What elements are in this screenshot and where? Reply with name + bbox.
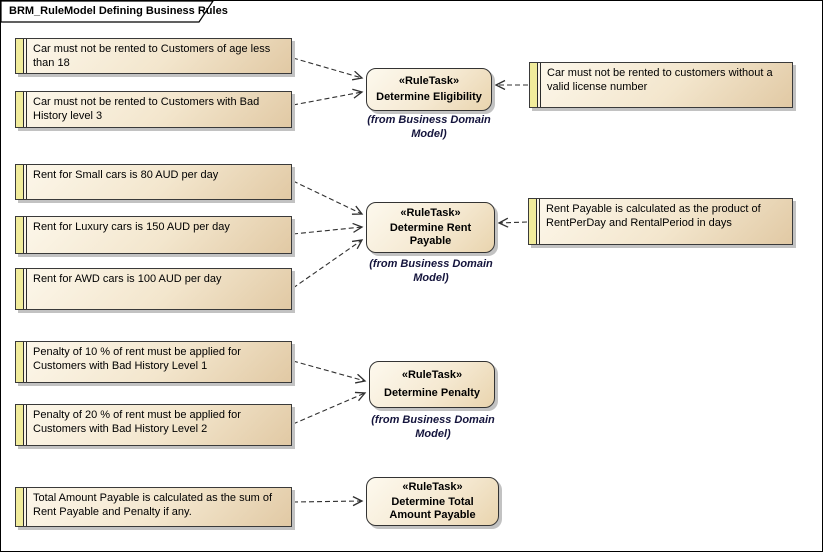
note-age-rule[interactable]: Car must not be rented to Customers of a… <box>15 38 292 74</box>
dependency-connector[interactable] <box>499 222 528 223</box>
note-text: Rent for Luxury cars is 150 AUD per day <box>33 221 230 233</box>
note-text: Rent for Small cars is 80 AUD per day <box>33 169 219 181</box>
ruletask-determine-penalty[interactable]: «RuleTask» Determine Penalty <box>369 361 495 408</box>
note-text: Car must not be rented to customers with… <box>547 67 773 93</box>
note-text: Car must not be rented to Customers with… <box>33 96 260 122</box>
stereotype-label: «RuleTask» <box>400 207 461 219</box>
note-text: Penalty of 10 % of rent must be applied … <box>33 346 241 372</box>
task-name: Determine Penalty <box>384 387 480 399</box>
task-name: Determine Eligibility <box>376 91 482 104</box>
note-rent-payable-formula[interactable]: Rent Payable is calculated as the produc… <box>528 198 793 245</box>
task-name: Determine Rent Payable <box>389 222 472 247</box>
dependency-connector[interactable] <box>292 240 362 289</box>
note-license-rule[interactable]: Car must not be rented to customers with… <box>529 62 793 108</box>
note-penalty-20[interactable]: Penalty of 20 % of rent must be applied … <box>15 404 292 446</box>
dependency-connector[interactable] <box>292 393 365 425</box>
note-text: Penalty of 20 % of rent must be applied … <box>33 409 241 435</box>
ruletask-determine-rent-payable[interactable]: «RuleTask» Determine Rent Payable <box>366 202 495 253</box>
dependency-connector[interactable] <box>292 501 362 502</box>
note-text: Rent for AWD cars is 100 AUD per day <box>33 273 222 285</box>
stereotype-label: «RuleTask» <box>401 369 463 381</box>
note-small-car-rate[interactable]: Rent for Small cars is 80 AUD per day <box>15 164 292 200</box>
note-total-amount-formula[interactable]: Total Amount Payable is calculated as th… <box>15 487 292 527</box>
from-label: (from Business Domain Model) <box>371 414 495 440</box>
stereotype-label: «RuleTask» <box>398 74 460 87</box>
dependency-connector[interactable] <box>292 180 362 214</box>
dependency-connector[interactable] <box>292 57 362 78</box>
diagram-title: BRM_RuleModel Defining Business Rules <box>9 5 228 17</box>
from-label: (from Business Domain Model) <box>369 258 493 284</box>
from-label: (from Business Domain Model) <box>367 114 491 140</box>
ruletask-determine-total-amount-payable[interactable]: «RuleTask» Determine Total Amount Payabl… <box>366 477 499 526</box>
note-text: Total Amount Payable is calculated as th… <box>33 492 273 518</box>
task-name: Determine Total Amount Payable <box>389 495 476 521</box>
dependency-connector[interactable] <box>292 92 362 106</box>
stereotype-label: «RuleTask» <box>402 481 463 494</box>
note-text: Rent Payable is calculated as the produc… <box>546 203 761 229</box>
dependency-connector[interactable] <box>292 360 365 381</box>
note-awd-car-rate[interactable]: Rent for AWD cars is 100 AUD per day <box>15 268 292 310</box>
note-bad-history-3-rule[interactable]: Car must not be rented to Customers with… <box>15 91 292 128</box>
note-text: Car must not be rented to Customers of a… <box>33 43 271 69</box>
dependency-connector[interactable] <box>292 227 362 235</box>
note-luxury-car-rate[interactable]: Rent for Luxury cars is 150 AUD per day <box>15 216 292 254</box>
ruletask-determine-eligibility[interactable]: «RuleTask» Determine Eligibility <box>366 68 492 111</box>
note-penalty-10[interactable]: Penalty of 10 % of rent must be applied … <box>15 341 292 383</box>
